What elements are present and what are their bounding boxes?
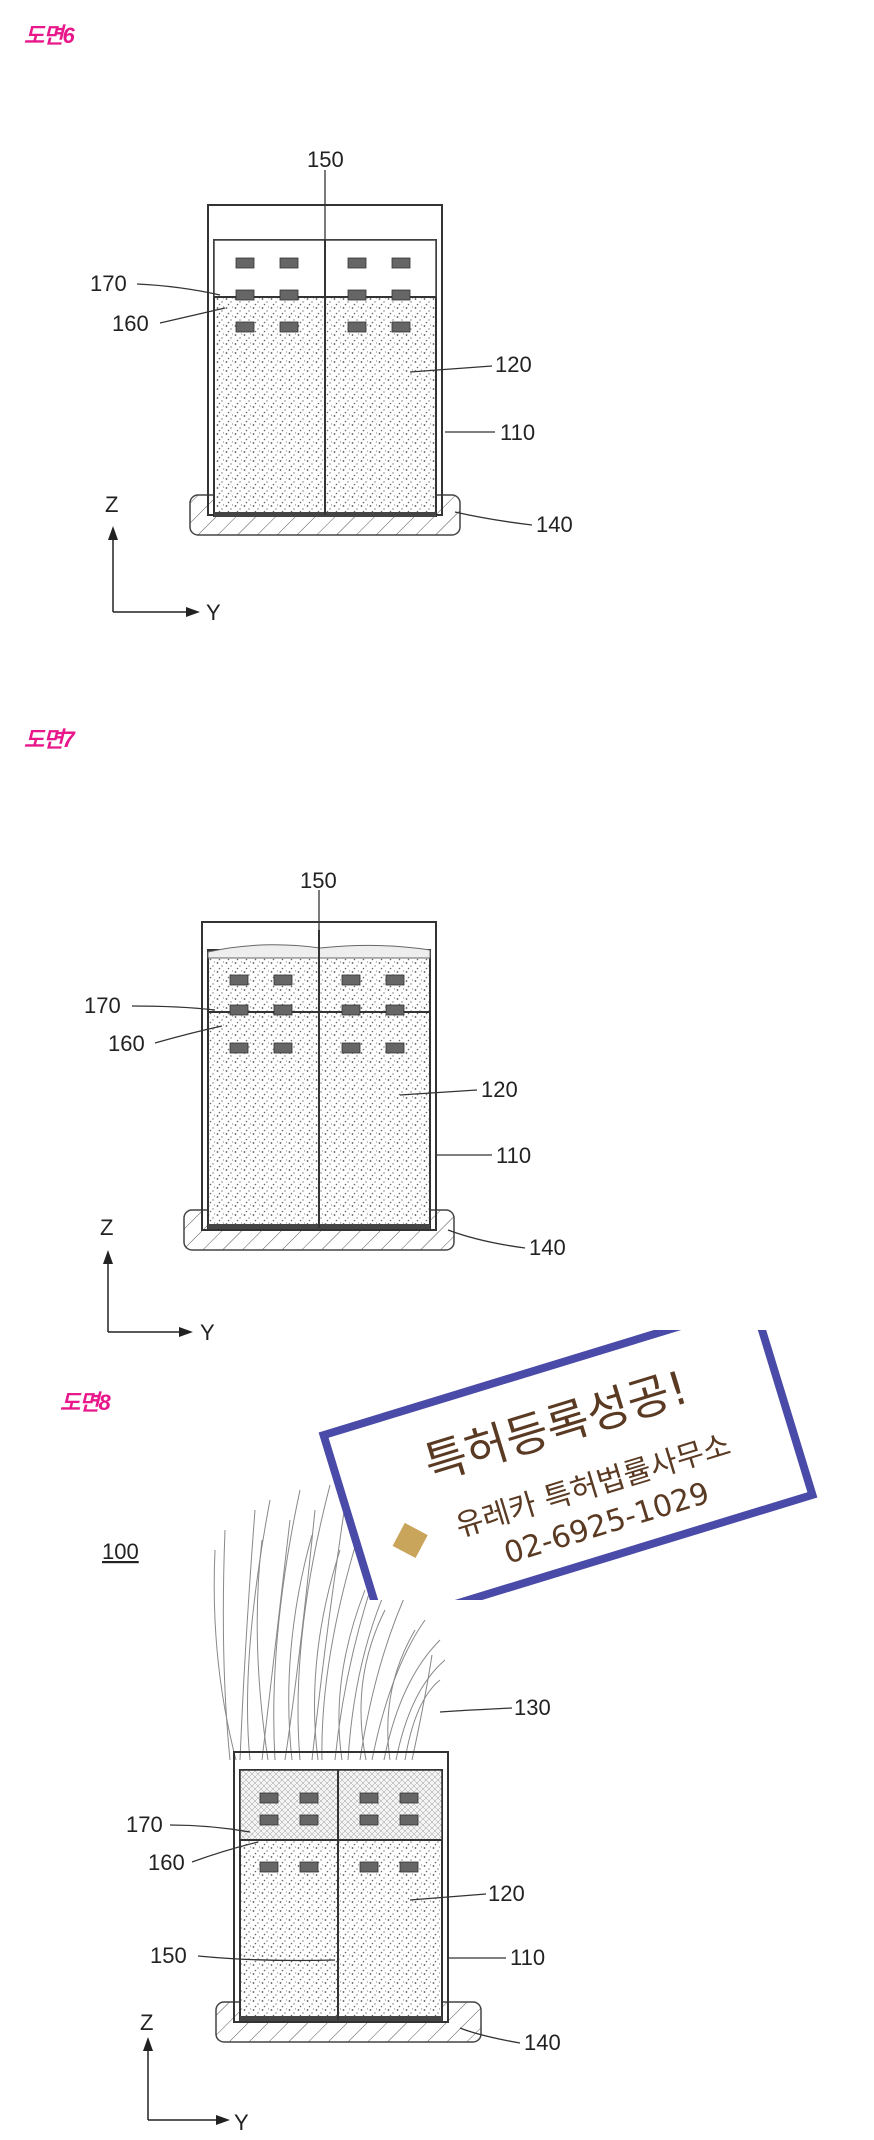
axis-indicator: Z Y xyxy=(100,1215,215,1345)
label-140: 140 xyxy=(529,1235,566,1260)
axis-z-label: Z xyxy=(100,1215,113,1240)
label-120: 120 xyxy=(481,1077,518,1102)
container-110 xyxy=(233,1751,449,2023)
figure-7-title: 도면7 xyxy=(24,727,75,752)
plants-130 xyxy=(213,1484,446,1761)
label-130: 130 xyxy=(514,1695,551,1720)
label-140: 140 xyxy=(536,512,573,537)
axis-indicator: Z Y xyxy=(105,492,221,625)
axis-y-label: Y xyxy=(200,1320,215,1345)
label-170: 170 xyxy=(126,1812,163,1837)
label-150: 150 xyxy=(300,868,337,893)
label-160: 160 xyxy=(108,1031,145,1056)
label-120: 120 xyxy=(488,1881,525,1906)
label-100: 100 xyxy=(102,1539,139,1564)
figure-6-title: 도면6 xyxy=(24,23,75,48)
label-120: 120 xyxy=(495,352,532,377)
office-logo-icon xyxy=(392,1522,428,1559)
label-140: 140 xyxy=(524,2030,561,2055)
label-110: 110 xyxy=(500,420,535,445)
figure-6: 150 170 160 120 110 140 Z Y xyxy=(0,0,874,700)
axis-z-label: Z xyxy=(140,2010,153,2035)
label-160: 160 xyxy=(148,1850,185,1875)
label-160: 160 xyxy=(112,311,149,336)
seed-blocks xyxy=(259,1792,419,1873)
figure-7: 150 170 160 120 110 140 Z Y xyxy=(0,700,874,1360)
label-150: 150 xyxy=(307,147,344,172)
label-150: 150 xyxy=(150,1943,187,1968)
figure-8-title: 도면8 xyxy=(60,1390,111,1415)
figure-8: 100 130 170 160 120 150 110 140 Z Y xyxy=(0,1360,874,2140)
stamp-border xyxy=(318,1330,818,1600)
axis-z-label: Z xyxy=(105,492,118,517)
axis-y-label: Y xyxy=(206,600,221,625)
axis-y-label: Y xyxy=(234,2110,249,2135)
label-170: 170 xyxy=(84,993,121,1018)
watermark-stamp: 특허등록성공! 유레카 특허법률사무소 02-6925-1029 xyxy=(318,1330,818,1600)
seed-blocks xyxy=(235,257,411,333)
label-110: 110 xyxy=(510,1945,545,1970)
axis-indicator: Z Y xyxy=(140,2010,249,2135)
label-110: 110 xyxy=(496,1143,531,1168)
seed-blocks xyxy=(229,974,405,1054)
label-170: 170 xyxy=(90,271,127,296)
